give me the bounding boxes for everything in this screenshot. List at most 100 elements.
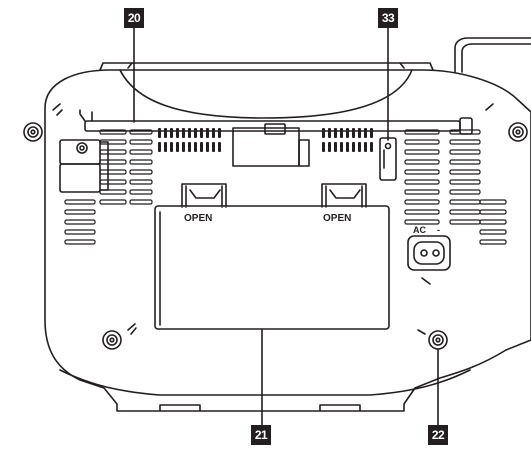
grille-slot bbox=[99, 129, 127, 135]
grille-slot bbox=[129, 179, 153, 185]
vent-slot bbox=[170, 128, 173, 138]
vent-slot bbox=[322, 142, 325, 152]
grille-slot bbox=[449, 129, 481, 135]
grille-slot bbox=[129, 199, 153, 205]
grille-slot bbox=[99, 159, 127, 165]
vent-slot bbox=[370, 142, 373, 152]
vent-slot bbox=[340, 142, 343, 152]
vent-slot bbox=[194, 128, 197, 138]
antenna-tip bbox=[459, 117, 473, 135]
grille-slot bbox=[404, 169, 440, 175]
speaker-grilles bbox=[64, 129, 507, 245]
grille-slot bbox=[479, 199, 507, 205]
grille-slot bbox=[404, 159, 440, 165]
vent-slot bbox=[176, 128, 179, 138]
ac-dash: - bbox=[437, 225, 440, 235]
grille-slot bbox=[129, 129, 153, 135]
vent-slot bbox=[206, 142, 209, 152]
grille-slot bbox=[404, 149, 440, 155]
vent-slot bbox=[328, 142, 331, 152]
open-label-right: OPEN bbox=[323, 213, 351, 224]
grille-slot bbox=[129, 169, 153, 175]
vent-slot bbox=[206, 128, 209, 138]
grille-slot bbox=[129, 149, 153, 155]
latch-left bbox=[181, 183, 227, 208]
grille-slot bbox=[129, 159, 153, 165]
vent-slots bbox=[158, 128, 373, 152]
grille-slot bbox=[99, 199, 127, 205]
screw-right-bottom bbox=[428, 330, 448, 350]
grille-slot bbox=[479, 239, 507, 245]
antenna-hinge bbox=[79, 109, 93, 122]
vent-slot bbox=[328, 128, 331, 138]
vent-slot bbox=[182, 142, 185, 152]
vent-slot bbox=[158, 128, 161, 138]
vent-slot bbox=[182, 128, 185, 138]
side-post-inner bbox=[461, 43, 531, 73]
vent-slot bbox=[176, 142, 179, 152]
grille-slot bbox=[449, 159, 481, 165]
vent-slot bbox=[364, 128, 367, 138]
grille-slot bbox=[449, 139, 481, 145]
screw-right-top bbox=[508, 122, 528, 142]
vent-slot bbox=[218, 128, 221, 138]
grille-slot bbox=[404, 189, 440, 195]
vent-slot bbox=[164, 142, 167, 152]
grille-slot bbox=[404, 199, 440, 205]
screw-left-top bbox=[23, 122, 43, 142]
grille-slot bbox=[64, 239, 96, 245]
top-handle-inner bbox=[127, 62, 405, 69]
grille-slot bbox=[99, 139, 127, 145]
vent-slot bbox=[346, 128, 349, 138]
grille-slot bbox=[404, 139, 440, 145]
vent-slot bbox=[358, 142, 361, 152]
grille-slot bbox=[64, 229, 96, 235]
grille-slot bbox=[449, 179, 481, 185]
grille-slot bbox=[129, 139, 153, 145]
callout-battery-door: 21 bbox=[251, 425, 271, 445]
grille-slot bbox=[64, 209, 96, 215]
antenna-base-lower bbox=[59, 163, 101, 193]
grille-slot bbox=[404, 209, 440, 215]
foot-left bbox=[159, 404, 201, 412]
vent-slot bbox=[170, 142, 173, 152]
callout-ac-socket: 22 bbox=[428, 425, 448, 445]
vent-slot bbox=[188, 128, 191, 138]
grille-slot bbox=[449, 219, 481, 225]
vent-slot bbox=[352, 128, 355, 138]
grille-slot bbox=[404, 129, 440, 135]
vent-slot bbox=[218, 142, 221, 152]
vent-slot bbox=[370, 128, 373, 138]
grille-slot bbox=[99, 189, 127, 195]
vent-slot bbox=[334, 142, 337, 152]
vent-slot bbox=[322, 128, 325, 138]
grille-slot bbox=[64, 219, 96, 225]
grille-slot bbox=[449, 209, 481, 215]
vent-slot bbox=[194, 142, 197, 152]
vent-slot bbox=[188, 142, 191, 152]
vent-slot bbox=[358, 128, 361, 138]
antenna-base-screw bbox=[76, 142, 88, 154]
vent-slot bbox=[158, 142, 161, 152]
ac-label: AC bbox=[413, 225, 426, 235]
top-handle bbox=[99, 62, 434, 71]
grille-slot bbox=[479, 229, 507, 235]
screw-left-bottom bbox=[102, 330, 122, 350]
vent-slot bbox=[364, 142, 367, 152]
vent-slot bbox=[340, 128, 343, 138]
vent-slot bbox=[212, 142, 215, 152]
grille-slot bbox=[99, 179, 127, 185]
vent-slot bbox=[164, 128, 167, 138]
side-post bbox=[454, 37, 531, 73]
callout-switch: 33 bbox=[378, 8, 398, 28]
grille-slot bbox=[99, 149, 127, 155]
grille-slot bbox=[404, 179, 440, 185]
grille-slot bbox=[64, 199, 96, 205]
open-label-left: OPEN bbox=[184, 213, 212, 224]
grille-slot bbox=[479, 209, 507, 215]
foot-right bbox=[319, 404, 361, 412]
body-inner-line bbox=[59, 369, 471, 396]
antenna-clip bbox=[264, 123, 286, 135]
